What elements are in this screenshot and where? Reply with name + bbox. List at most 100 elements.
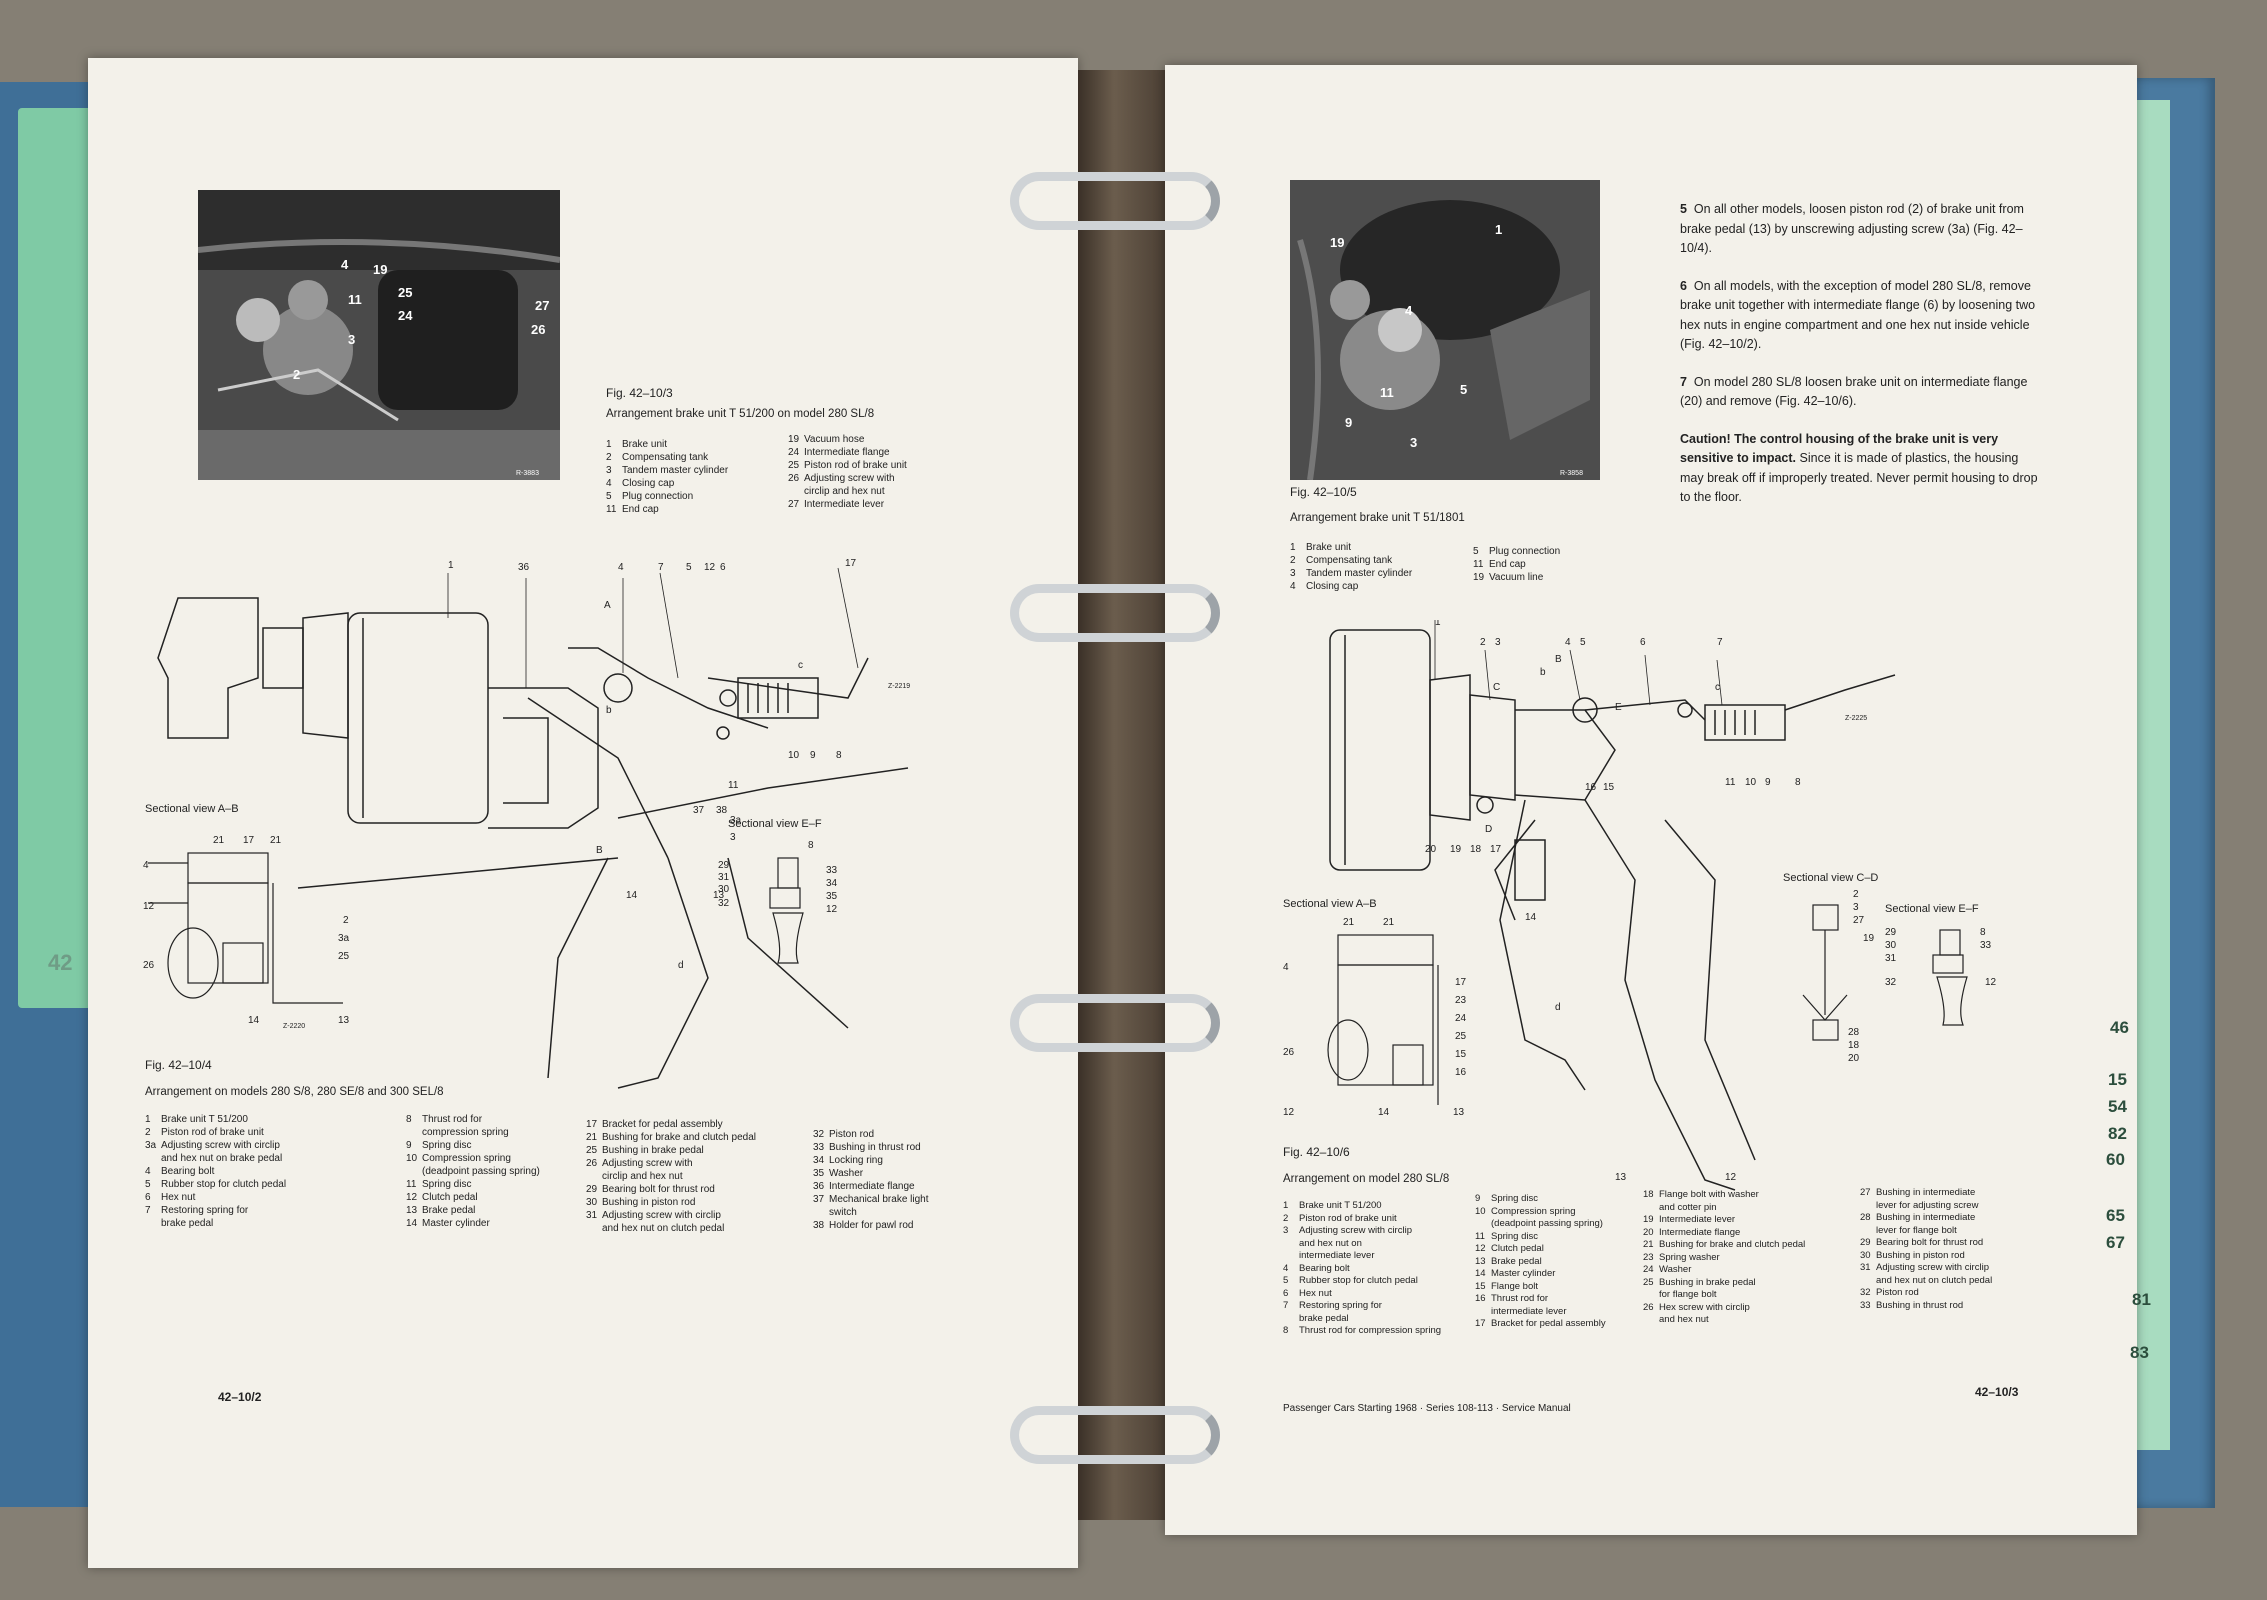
photo-brake-unit-t51-1801: 19 1 4 11 5 3 9 R-3858 (1290, 180, 1600, 480)
divider-tab-number[interactable]: 65 (2106, 1206, 2125, 1225)
svg-text:17: 17 (1455, 977, 1467, 988)
photo-illustration (198, 190, 560, 480)
photo-illustration (1290, 180, 1600, 480)
photo-callout: 3 (348, 332, 356, 347)
svg-text:12: 12 (1985, 977, 1997, 988)
sectional-view-ab: 21 17 21 4 12 26 2 3a 25 14 13 Z-2220 (143, 835, 350, 1030)
page-footer: Passenger Cars Starting 1968 · Series 10… (1283, 1403, 1571, 1414)
caution-note: Caution! The control housing of the brak… (1680, 431, 2038, 505)
svg-text:Z-2219: Z-2219 (888, 683, 910, 690)
svg-text:7: 7 (1717, 637, 1723, 648)
svg-text:17: 17 (1490, 844, 1502, 855)
svg-text:14: 14 (1378, 1107, 1390, 1118)
svg-text:13: 13 (1615, 1172, 1627, 1183)
photo-callout: 26 (531, 322, 546, 337)
figure-caption: Arrangement on model 280 SL/8 (1283, 1173, 1450, 1185)
photo-brake-unit-280sl: 19 4 11 3 2 25 24 27 26 R-3883 (198, 190, 560, 480)
svg-text:4: 4 (618, 562, 624, 573)
svg-text:5: 5 (1580, 637, 1586, 648)
figure-label: Fig. 42–10/4 (145, 1058, 212, 1072)
svg-text:19: 19 (1450, 844, 1462, 855)
svg-text:29: 29 (1885, 927, 1897, 938)
sectional-view-cd: 2 3 27 19 28 18 20 (1802, 889, 1875, 1064)
left-page: 19 4 11 3 2 25 24 27 26 R-3883 Fig. 42–1… (88, 58, 1078, 1568)
svg-text:26: 26 (143, 960, 155, 971)
svg-text:12: 12 (1283, 1107, 1295, 1118)
svg-text:12: 12 (143, 901, 155, 912)
svg-text:6: 6 (1640, 637, 1646, 648)
svg-text:23: 23 (1455, 995, 1467, 1006)
svg-text:27: 27 (1853, 915, 1865, 926)
photo-callout: 19 (373, 262, 388, 277)
svg-text:32: 32 (718, 898, 730, 909)
pedal-assembly-diagram: 1 36 4 7 5 12 6 17 A b 37 38 11 10 9 8 c… (157, 558, 910, 1089)
svg-text:7: 7 (658, 562, 664, 573)
svg-text:17: 17 (845, 558, 857, 569)
svg-text:8: 8 (836, 750, 842, 761)
svg-text:15: 15 (1603, 782, 1615, 793)
binder-spine (1078, 70, 1168, 1520)
svg-text:33: 33 (826, 865, 838, 876)
svg-text:b: b (606, 705, 612, 716)
svg-text:E: E (1615, 702, 1622, 713)
divider-tab-number[interactable]: 46 (2110, 1018, 2129, 1037)
divider-tab-number[interactable]: 54 (2108, 1097, 2127, 1116)
divider-tab-number[interactable]: 67 (2106, 1233, 2125, 1252)
svg-text:d: d (678, 960, 684, 971)
svg-text:8: 8 (1980, 927, 1986, 938)
section-label: Sectional view C–D (1783, 872, 1879, 884)
svg-text:3a: 3a (730, 815, 742, 826)
svg-text:B: B (1555, 654, 1562, 665)
svg-text:33: 33 (1980, 940, 1992, 951)
figure-caption: Arrangement on models 280 S/8, 280 SE/8 … (145, 1086, 444, 1098)
svg-text:17: 17 (243, 835, 255, 846)
divider-tab-number[interactable]: 81 (2132, 1290, 2151, 1309)
svg-text:29: 29 (718, 860, 730, 871)
photo-callout: 11 (1380, 385, 1394, 400)
divider-tab-number[interactable]: 60 (2106, 1150, 2125, 1169)
svg-text:11: 11 (1725, 777, 1736, 788)
svg-text:13: 13 (338, 1015, 350, 1026)
photo-callout: 11 (348, 292, 362, 307)
svg-text:12: 12 (826, 904, 838, 915)
svg-text:b: b (1540, 667, 1546, 678)
svg-text:30: 30 (1885, 940, 1897, 951)
svg-text:37: 37 (693, 805, 705, 816)
photo-callout: 5 (1460, 382, 1468, 397)
divider-tab-number[interactable]: 15 (2108, 1070, 2127, 1089)
svg-text:21: 21 (213, 835, 225, 846)
svg-text:Z-2225: Z-2225 (1845, 715, 1867, 722)
right-page: 19 1 4 11 5 3 9 R-3858 Fig. 42–10/5 Arra… (1165, 65, 2137, 1535)
divider-tab-number[interactable]: 83 (2130, 1343, 2149, 1362)
figure-label: Fig. 42–10/3 (606, 386, 673, 400)
svg-text:Z-2220: Z-2220 (283, 1023, 305, 1030)
svg-text:30: 30 (718, 884, 730, 895)
binder-ring (1010, 172, 1220, 230)
divider-tab-number[interactable]: 82 (2108, 1124, 2127, 1143)
svg-text:2: 2 (1853, 889, 1859, 900)
instructions-text: 5 On all other models, loosen piston rod… (1680, 200, 2040, 526)
svg-text:18: 18 (1470, 844, 1482, 855)
svg-text:3: 3 (730, 832, 736, 843)
instruction-step: 5 On all other models, loosen piston rod… (1680, 202, 2024, 255)
photo-callout: 24 (398, 308, 413, 323)
instruction-step: 6 On all models, with the exception of m… (1680, 278, 2036, 352)
svg-text:c: c (798, 660, 803, 671)
svg-text:25: 25 (338, 951, 350, 962)
photo-callout: 2 (293, 367, 301, 382)
photo-callout: 9 (1345, 415, 1353, 430)
svg-text:A: A (604, 600, 611, 611)
svg-text:20: 20 (1848, 1053, 1860, 1064)
svg-text:15: 15 (1455, 1049, 1467, 1060)
svg-text:35: 35 (826, 891, 838, 902)
svg-text:6: 6 (720, 562, 726, 573)
